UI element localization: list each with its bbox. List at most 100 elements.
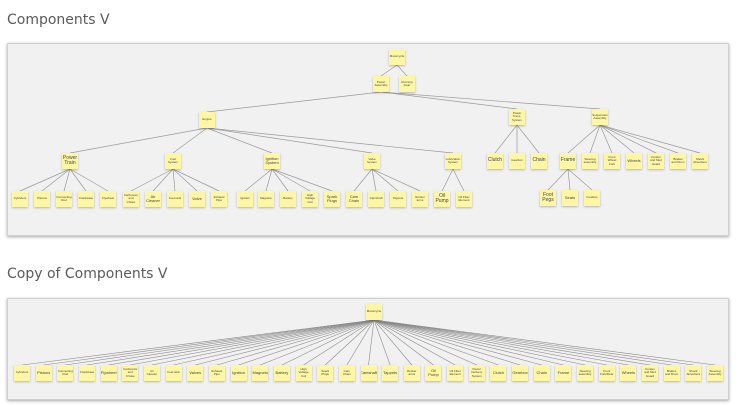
sticky-note-leaf-15[interactable]: Cam Chain (338, 365, 355, 381)
connector-sus-steer (589, 124, 601, 154)
connector-root-rg (396, 64, 408, 77)
sticky-note-shock[interactable]: Shock Absorbers (692, 153, 708, 169)
sticky-note-root[interactable]: Motorcycle (389, 49, 405, 65)
sticky-note-leaf-29[interactable]: Fender and Mud Guard (642, 365, 659, 381)
sticky-note-leaf-20[interactable]: Oil Filter Element (447, 365, 464, 381)
connector-root-leaf-23 (373, 319, 521, 366)
sticky-note-leaf-14[interactable]: Spark Plugs (317, 365, 334, 381)
sticky-note-rg[interactable]: Running Gear (399, 76, 415, 92)
sticky-note-crank[interactable]: Connecting Rod (56, 191, 72, 207)
sticky-note-ign[interactable]: Ignition (237, 191, 253, 207)
sticky-note-leaf-4[interactable]: Flywheel (100, 365, 117, 381)
sticky-note-oil[interactable]: Oil Pump (434, 191, 450, 207)
sticky-note-leaf-25[interactable]: Frame (555, 365, 572, 381)
sticky-note-leaf-16[interactable]: Camshaft (360, 365, 377, 381)
sticky-note-leaf-28[interactable]: Wheels (620, 365, 637, 381)
sticky-note-exh[interactable]: Exhaust Pipe (211, 191, 227, 207)
sticky-note-pt[interactable]: Power Train (62, 153, 78, 169)
sticky-note-leaf-30[interactable]: Brakes and Drum (663, 365, 680, 381)
sticky-note-leaf-32[interactable]: Steering Assembly (707, 365, 723, 381)
sticky-note-leaf-11[interactable]: Magneto (252, 365, 269, 381)
sticky-note-fw[interactable]: Front Wheel Fork (604, 153, 620, 169)
connector-is-batt (271, 168, 289, 192)
sticky-note-leaf-23[interactable]: Gearbox (512, 365, 529, 381)
sticky-note-leaf-27[interactable]: Front Fork/Rear (598, 365, 615, 381)
sticky-note-fender[interactable]: Fender and Mud Guard (648, 153, 664, 169)
connector-vs-tappet (371, 168, 399, 192)
sticky-note-spark[interactable]: Spark Plugs (324, 191, 340, 207)
sticky-note-magneto[interactable]: Magneto (258, 191, 274, 207)
sticky-note-air[interactable]: Air Cleaner (145, 191, 161, 207)
sticky-note-valve[interactable]: Valve (189, 191, 205, 207)
sticky-note-fs[interactable]: Fuel System (165, 153, 181, 169)
sticky-note-leaf-12[interactable]: Battery (273, 365, 290, 381)
connector-eng-fs (172, 127, 208, 154)
sticky-note-is[interactable]: Ignition System (264, 153, 280, 169)
sticky-note-leaf-13[interactable]: High Voltage Coil (295, 365, 312, 381)
sticky-note-root[interactable]: Motorcycle (366, 304, 382, 320)
sticky-note-camsh[interactable]: Camshaft (368, 191, 384, 207)
sticky-note-vs[interactable]: Valve System (364, 153, 380, 169)
sticky-note-ftank[interactable]: Fuel tank (167, 191, 183, 207)
sticky-note-brakes[interactable]: Brakes and Drum (670, 153, 686, 169)
sticky-note-leaf-0[interactable]: Cylinders (14, 365, 30, 381)
connector-pt-pist (41, 168, 71, 192)
sticky-note-leaf-22[interactable]: Clutch (490, 365, 507, 381)
sticky-note-leaf-17[interactable]: Tappets (382, 365, 399, 381)
sticky-note-leaf-6[interactable]: Air Cleaner (143, 365, 160, 381)
connector-eng-vs (206, 127, 373, 154)
sticky-note-cam[interactable]: Cam Chain (346, 191, 362, 207)
connector-root-leaf-3 (86, 319, 375, 366)
sticky-note-leaf-1[interactable]: Pistons (35, 365, 52, 381)
sticky-note-flyw[interactable]: Flywheel (100, 191, 116, 207)
sticky-note-pa[interactable]: Power Assembly (373, 76, 389, 92)
sticky-note-leaf-24[interactable]: Chain (533, 365, 550, 381)
sticky-note-leaf-3[interactable]: Crankcase (78, 365, 95, 381)
connector-vs-rocker (371, 168, 421, 192)
sticky-note-seats[interactable]: Seats (562, 190, 578, 206)
connector-root-leaf-6 (151, 319, 375, 366)
connector-sus-brakes (599, 124, 679, 154)
sticky-note-ls[interactable]: Lubrication System (445, 153, 461, 169)
sticky-note-leaf-9[interactable]: Exhaust Pipe (208, 365, 225, 381)
connector-root-leaf-20 (373, 319, 456, 366)
connector-pt-flyw (69, 168, 109, 192)
sticky-note-gearbox[interactable]: Gearbox (509, 153, 525, 169)
sticky-note-cyl[interactable]: Cylinders (12, 191, 28, 207)
connector-sus-fender (599, 124, 657, 154)
sticky-note-leaf-7[interactable]: Fuel tank (165, 365, 182, 381)
sticky-note-batt[interactable]: Battery (280, 191, 296, 207)
sticky-note-oilf[interactable]: Oil Filter Element (456, 191, 472, 207)
sticky-note-coil[interactable]: High Voltage Coil (302, 191, 318, 207)
sticky-note-rocker[interactable]: Rocker arms (412, 191, 428, 207)
sticky-note-leaf-19[interactable]: Oil Pump (425, 365, 442, 381)
sticky-note-tappet[interactable]: Tappets (390, 191, 406, 207)
sticky-note-chain[interactable]: Chain (531, 153, 547, 169)
sticky-note-eng[interactable]: Engine (199, 112, 215, 128)
connector-root-leaf-26 (373, 319, 586, 366)
sticky-note-carb[interactable]: Carburetor and Choke (123, 191, 139, 207)
sticky-note-fenderf[interactable]: Fenders (584, 190, 600, 206)
sticky-note-wheels[interactable]: Wheels (626, 153, 642, 169)
connector-root-leaf-5 (130, 319, 375, 366)
sticky-note-leaf-8[interactable]: Valves (187, 365, 204, 381)
connector-root-leaf-18 (373, 319, 413, 366)
sticky-note-footp[interactable]: Foot Pegs (540, 190, 556, 206)
sticky-note-pts[interactable]: Power Trans. System (509, 109, 525, 125)
sticky-note-leaf-18[interactable]: Rocker arms (403, 365, 420, 381)
sticky-note-leaf-31[interactable]: Shock Absorbers (685, 365, 702, 381)
sticky-note-clutch[interactable]: Clutch (487, 153, 503, 169)
sticky-note-leaf-26[interactable]: Steering assembly (577, 365, 594, 381)
sticky-note-leaf-10[interactable]: Ignition (230, 365, 247, 381)
sticky-note-steer[interactable]: Steering assembly (582, 153, 598, 169)
sticky-note-leaf-2[interactable]: Connecting Rod (57, 365, 74, 381)
sticky-note-crankc[interactable]: Crankcase (78, 191, 94, 207)
sticky-note-leaf-21[interactable]: Power Delivery System (468, 365, 485, 381)
sticky-note-leaf-5[interactable]: Carburetor and Choke (122, 365, 139, 381)
sticky-note-pist[interactable]: Pistons (34, 191, 50, 207)
sticky-note-frame[interactable]: Frame (560, 153, 576, 169)
connector-sus-frame (567, 124, 601, 154)
sticky-note-sus[interactable]: Suspension Assembly (592, 109, 608, 125)
